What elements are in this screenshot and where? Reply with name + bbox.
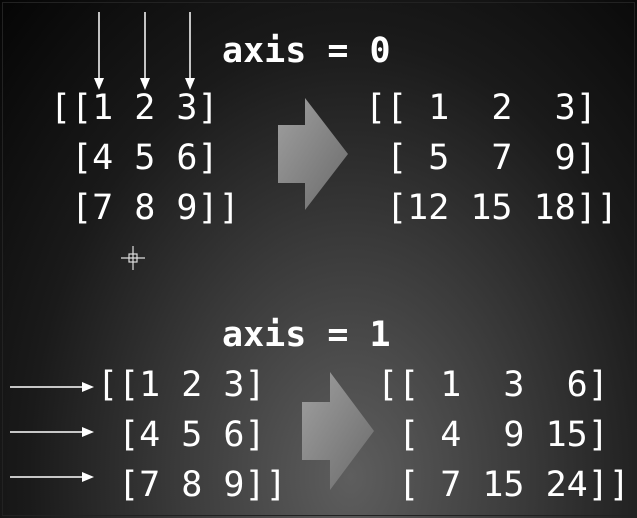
axis-1-output-row-2: [ 4 9 15] [377,415,609,455]
axis-0-input-row-1: [[1 2 3] [50,88,219,128]
axis-0-input-row-2: [4 5 6] [50,138,219,178]
axis-0-column-arrows [94,12,195,90]
axis-0-output-row-2: [ 5 7 9] [365,138,597,178]
down-arrow-icon [140,12,150,90]
axis-1-input-matrix: [[1 2 3] [4 5 6] [7 8 9]] [97,360,287,510]
axis-0-output-matrix: [[ 1 2 3] [ 5 7 9] [12 15 18]] [365,83,618,233]
down-arrow-icon [185,12,195,90]
axis-0-input-matrix: [[1 2 3] [4 5 6] [7 8 9]] [50,83,240,233]
axis-0-title: axis = 0 [222,31,391,71]
axis-0-output-row-1: [[ 1 2 3] [365,88,597,128]
axis-1-row-arrows [10,382,94,482]
axis-1-input-row-2: [4 5 6] [97,415,266,455]
axis-1-input-row-1: [[1 2 3] [97,365,266,405]
axis-0-input-row-3: [7 8 9]] [50,188,240,228]
axis-1-output-matrix: [[ 1 3 6] [ 4 9 15] [ 7 15 24]] [377,360,630,510]
right-arrow-icon [10,382,94,392]
down-arrow-icon [94,12,104,90]
right-arrow-icon [10,427,94,437]
axis-1-output-row-1: [[ 1 3 6] [377,365,609,405]
big-right-arrow-icon [302,372,374,490]
big-right-arrow-icon [278,98,348,210]
axis-1-title: axis = 1 [222,315,391,355]
axis-1-output-row-3: [ 7 15 24]] [377,465,630,505]
axis-0-output-row-3: [12 15 18]] [365,188,618,228]
right-arrow-icon [10,472,94,482]
crosshair-cursor-icon [121,246,145,270]
axis-1-input-row-3: [7 8 9]] [97,465,287,505]
